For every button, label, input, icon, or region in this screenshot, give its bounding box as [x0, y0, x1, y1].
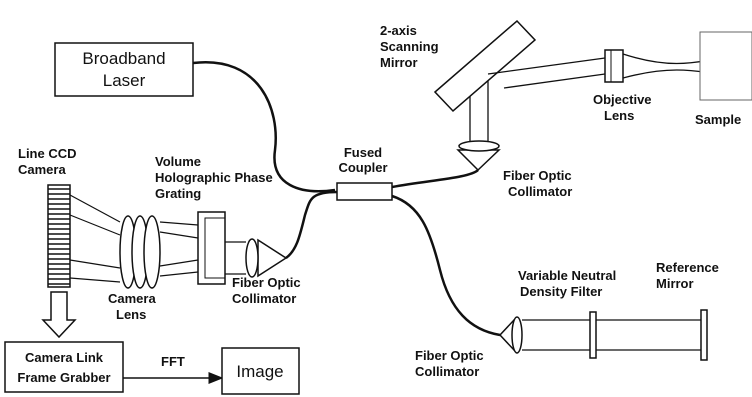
scanning-mirror-label-3: Mirror [380, 55, 418, 70]
dispersed-beam-1 [159, 221, 199, 226]
vhp-grating-front [197, 211, 226, 285]
top-collimator-label-1: Fiber Optic [503, 168, 572, 183]
scanning-mirror-label-2: Scanning [380, 39, 439, 54]
vnd-filter-label-1: Variable Neutral [518, 268, 616, 283]
camera-lens-label-1: Camera [108, 291, 156, 306]
line-ccd-camera [47, 184, 71, 288]
vnd-filter-label-2: Density Filter [520, 284, 602, 299]
bottom-collimator-label-2: Collimator [415, 364, 479, 379]
left-collimator-label-1: Fiber Optic [232, 275, 301, 290]
fiber-coupler-to-reference-arm [391, 194, 501, 337]
broadband-laser-box [54, 42, 194, 97]
top-collimator-lens [458, 140, 500, 152]
dispersed-beam-3 [159, 259, 199, 267]
focus-beam-4 [69, 277, 121, 283]
fft-label: FFT [161, 354, 185, 369]
bottom-collimator-lens [511, 316, 523, 354]
fused-coupler [336, 182, 393, 201]
fused-coupler-label-2: Coupler [338, 160, 387, 175]
scanning-mirror [433, 19, 537, 113]
vhp-grating-back [204, 217, 226, 279]
scanning-mirror-label-1: 2-axis [380, 23, 417, 38]
fused-coupler-label-1: Fused [344, 145, 382, 160]
camera-lens-label-2: Lens [116, 307, 146, 322]
vhpg-label-1: Volume [155, 154, 201, 169]
focus-beam-2 [69, 214, 121, 236]
ccd-pixels [48, 188, 70, 285]
top-collimator-label-2: Collimator [508, 184, 572, 199]
left-collimator-label-2: Collimator [232, 291, 296, 306]
focus-beam-1 [69, 194, 121, 223]
fiber-laser-to-coupler [192, 60, 336, 193]
dispersed-beam-4 [159, 271, 199, 277]
frame-grabber-label-2: Frame Grabber [17, 370, 110, 385]
reference-mirror-label-1: Reference [656, 260, 719, 275]
beam-to-objective-bottom [503, 73, 606, 89]
top-collimator-cone [456, 149, 501, 172]
camera-lens-3 [143, 215, 161, 289]
dispersed-beam-2 [159, 231, 199, 239]
bottom-collimator-label-1: Fiber Optic [415, 348, 484, 363]
sample-label: Sample [695, 112, 741, 127]
line-ccd-label-2: Camera [18, 162, 66, 177]
broadband-laser-label-2: Laser [103, 71, 146, 90]
focus-beam-3 [69, 259, 121, 269]
objective-lens-label-2: Lens [604, 108, 634, 123]
frame-grabber-label-1: Camera Link [25, 350, 104, 365]
objective-lens [604, 49, 624, 83]
objective-lens-label-1: Objective [593, 92, 652, 107]
broadband-laser-label-1: Broadband [82, 49, 165, 68]
fiber-coupler-to-spectrometer [285, 190, 338, 260]
reference-mirror [700, 309, 708, 361]
vnd-filter [589, 311, 597, 359]
fiber-coupler-to-sample-arm [391, 168, 479, 189]
image-label: Image [236, 362, 283, 381]
sample-box [699, 31, 752, 101]
vhpg-label-3: Grating [155, 186, 201, 201]
ccd-to-grabber-arrow [41, 291, 77, 339]
beam-to-objective-top [487, 57, 606, 75]
vhpg-label-2: Holographic Phase [155, 170, 273, 185]
line-ccd-label-1: Line CCD [18, 146, 77, 161]
frame-grabber-box [4, 341, 124, 393]
image-box [221, 347, 300, 395]
reference-mirror-label-2: Mirror [656, 276, 694, 291]
left-collimator-cone [257, 238, 288, 278]
left-collimator-lens [245, 238, 259, 278]
